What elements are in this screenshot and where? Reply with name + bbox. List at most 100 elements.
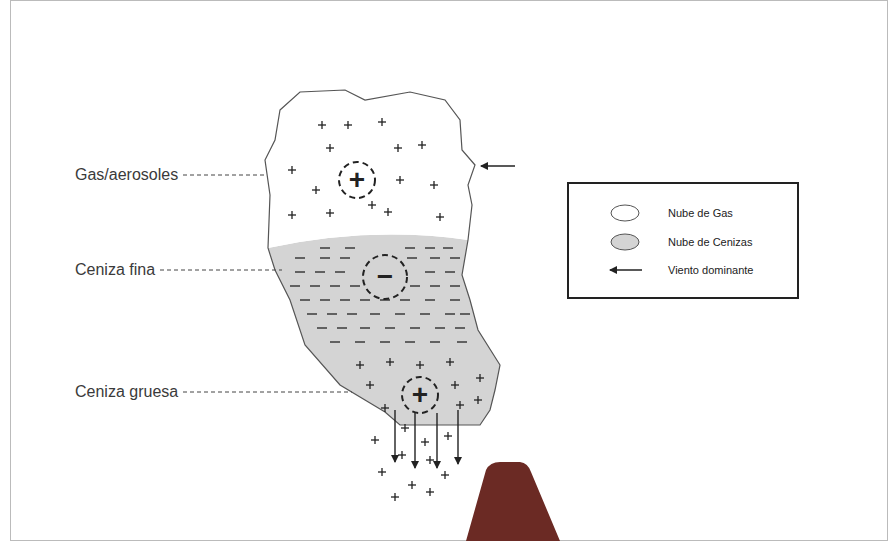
charge-mark [450,257,460,258]
charge-sign: + [349,166,365,194]
charge-mark [369,381,370,389]
charge-mark [454,381,455,389]
charge-mark [295,271,305,272]
charge-mark [387,208,388,216]
charge-mark [450,299,460,300]
charge-center [402,377,438,413]
legend-box [568,183,798,298]
wind-arrow [481,165,515,167]
charge-mark [359,361,360,369]
charge-mark [345,247,355,248]
charge-mark [389,358,390,366]
charge-mark [397,144,398,152]
charge-mark [424,438,425,446]
legend-swatch [611,234,639,250]
charge-mark [360,327,370,328]
charge-mark [315,186,316,194]
charge-mark [477,396,478,404]
charge-mark [337,327,347,328]
volcano-cone [466,462,560,541]
charge-mark [340,257,350,258]
charge-mark [394,493,395,501]
charge-mark [350,285,360,286]
charge-mark [330,341,340,342]
charge-mark [291,211,292,219]
legend-text: Nube de Cenizas [668,236,752,248]
charge-mark [300,299,310,300]
fall-arrow [394,410,395,462]
charge-mark [405,247,415,248]
charge-mark [459,401,460,409]
charge-mark [347,313,357,314]
charge-mark [371,201,372,209]
charge-mark [307,313,317,314]
charge-mark [479,374,480,382]
charge-mark [291,166,292,174]
charge-mark [435,327,445,328]
charge-mark [420,313,430,314]
charge-mark [439,213,440,221]
charge-mark [419,361,420,369]
charge-mark [327,313,337,314]
charge-sign: + [412,381,428,409]
ash-cloud [268,235,500,425]
legend-text: Viento dominante [668,264,753,276]
charge-mark [404,424,405,432]
fall-arrow [457,410,458,464]
charge-mark [410,285,420,286]
fall-arrow [414,413,415,468]
layer-label: Ceniza gruesa [75,383,178,401]
charge-mark [381,468,382,476]
charge-mark [443,247,453,248]
leader-line [183,175,265,176]
charge-mark [425,271,435,272]
layer-label: Ceniza fina [75,261,155,279]
charge-mark [401,451,402,459]
charge-mark [449,358,450,366]
charge-mark [410,327,420,328]
charge-mark [380,341,390,342]
charge-mark [360,299,370,300]
charge-mark [381,118,382,126]
charge-mark [315,271,325,272]
fall-arrow [436,413,437,468]
charge-mark [445,313,455,314]
charge-mark [347,121,348,129]
legend-text: Nube de Gas [668,207,733,219]
charge-mark [430,285,440,286]
charge-mark [445,271,455,272]
charge-center [363,255,407,299]
charge-mark [310,285,320,286]
charge-mark [444,471,445,479]
leader-line [183,392,352,393]
charge-mark [384,404,385,412]
charge-mark [374,436,375,444]
charge-mark [460,313,470,314]
charge-mark [433,181,434,189]
legend-arrow [610,269,642,271]
charge-mark [411,481,412,489]
charge-mark [330,285,340,286]
plume-outline [265,90,500,425]
layer-label: Gas/aerosoles [75,166,178,184]
charge-mark [317,327,327,328]
charge-mark [430,257,440,258]
charge-mark [450,285,460,286]
charge-mark [295,257,305,258]
charge-mark [400,299,410,300]
charge-signs [288,118,484,501]
charge-mark [405,341,415,342]
charge-mark [425,247,435,248]
charge-mark [429,488,430,496]
charge-center [339,162,375,198]
charge-mark [457,341,467,342]
charge-mark [370,313,380,314]
charge-mark [321,121,322,129]
charge-mark [447,432,448,440]
charge-mark [320,257,330,258]
charge-mark [355,341,365,342]
legend-swatch [611,205,639,221]
charge-mark [320,299,330,300]
frame [11,1,888,541]
leader-line [160,270,282,271]
